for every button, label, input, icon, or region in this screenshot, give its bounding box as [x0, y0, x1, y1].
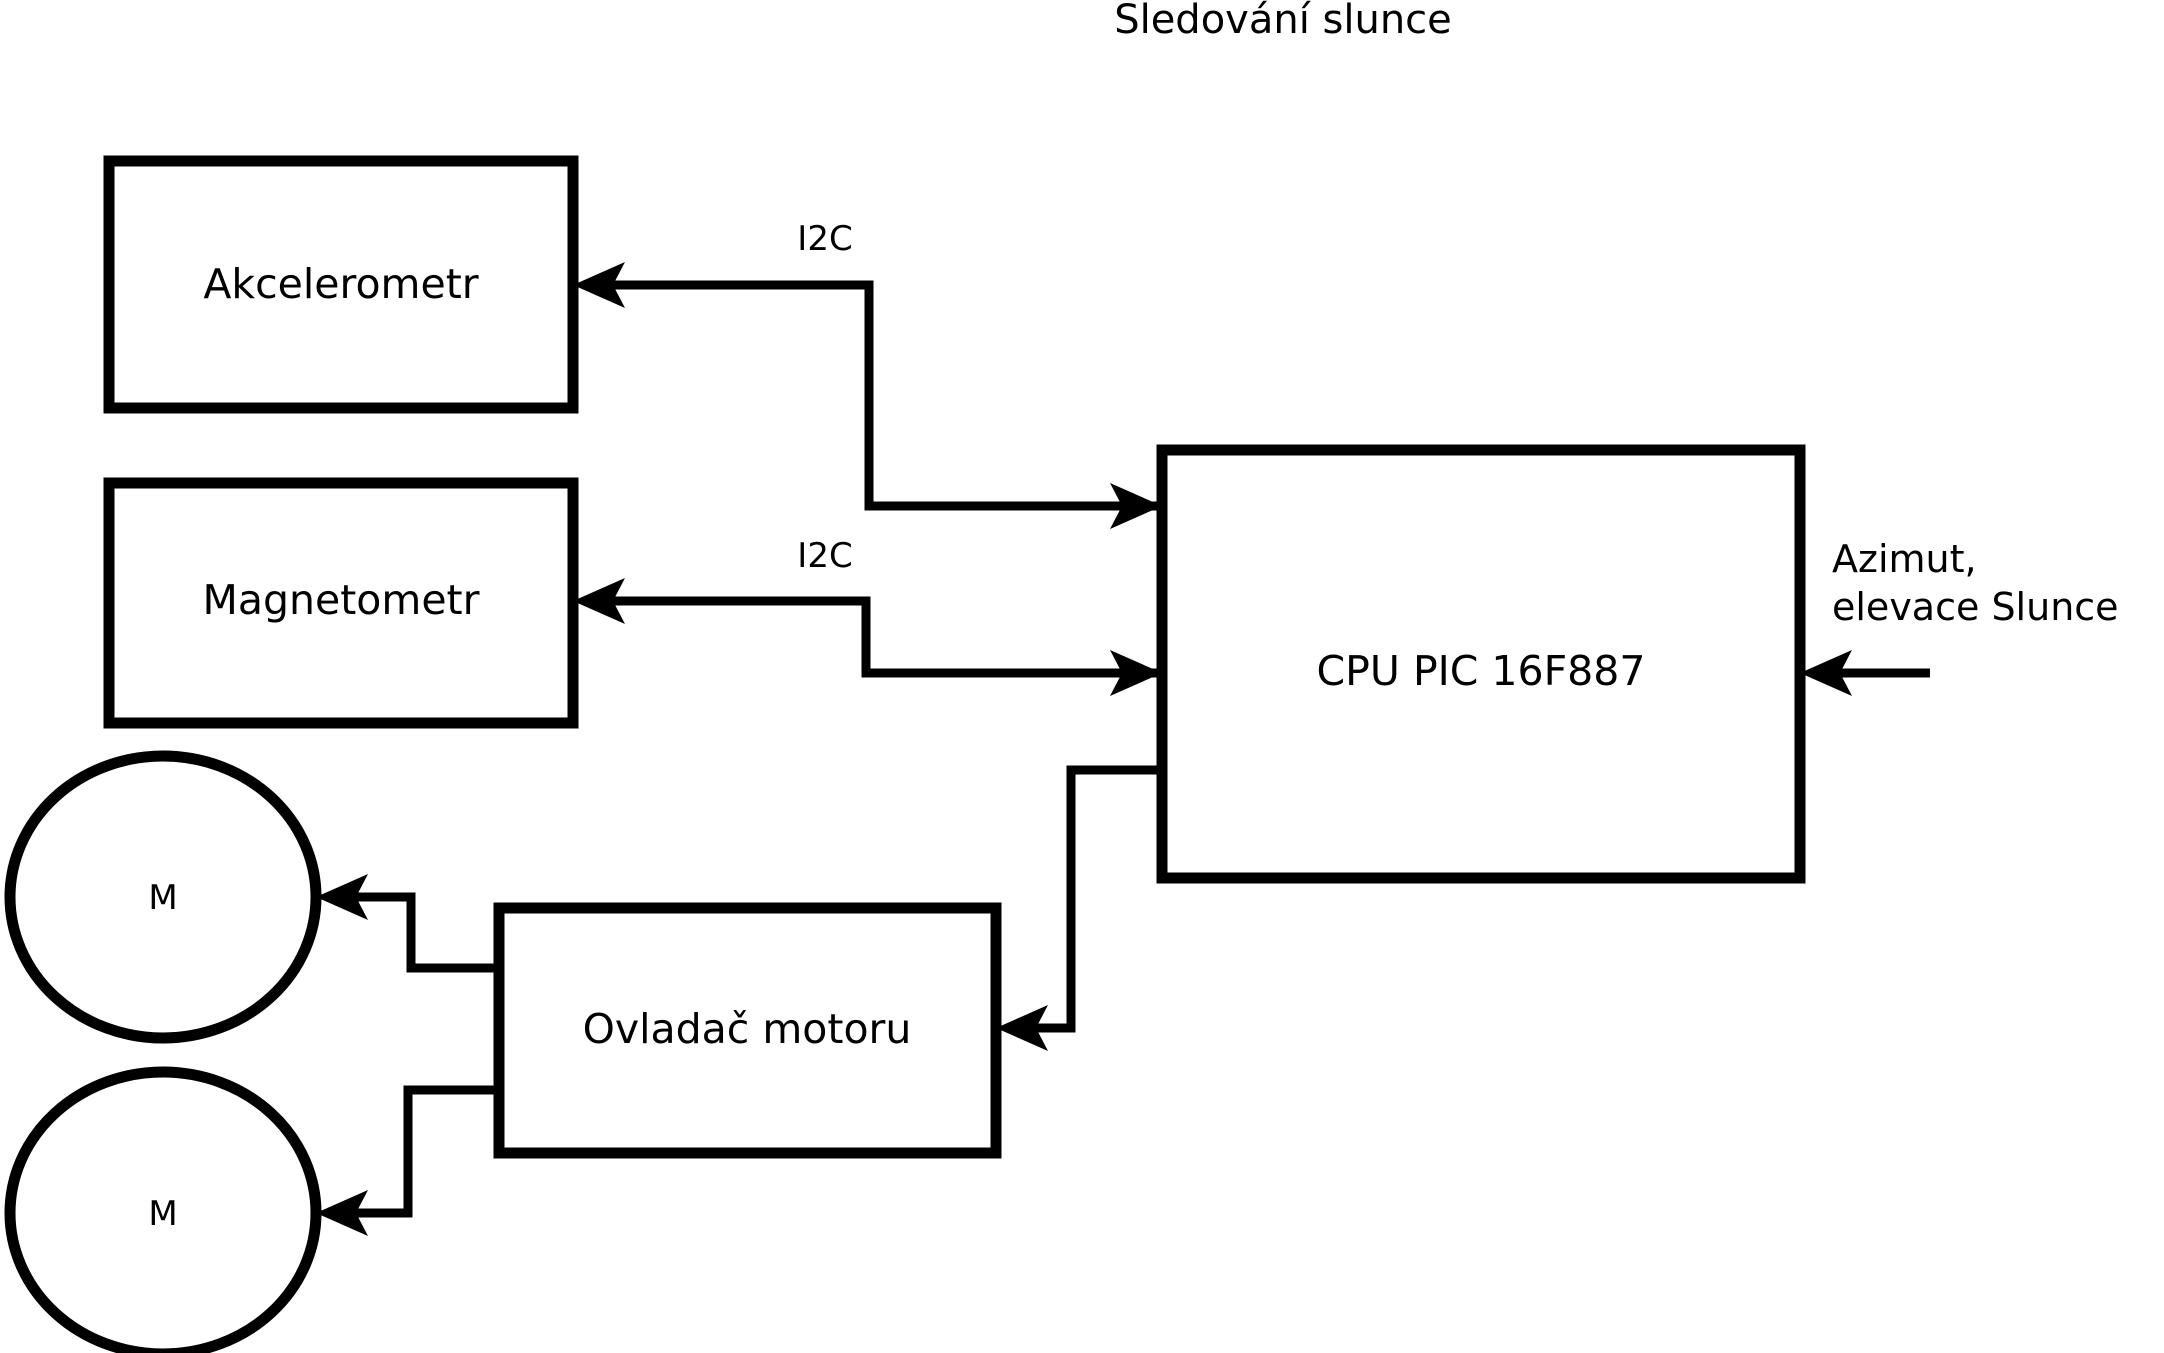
arrowhead-magnetometer-in: [573, 578, 625, 624]
block-motor-driver-label: Ovladač motoru: [583, 1005, 912, 1053]
arrowhead-motor-driver-in: [996, 1005, 1048, 1051]
connection-cpu-to-motor-driver: [1031, 765, 1162, 1033]
block-cpu[interactable]: [1156, 444, 1806, 884]
arrowhead-accelerometer-in: [573, 262, 625, 308]
arrowhead-cpu-in-sun: [1800, 650, 1852, 696]
connection-magnetometer-to-cpu: [861, 601, 1127, 678]
block-motor-driver[interactable]: [493, 902, 1002, 1159]
side-label-line2: elevace Slunce: [1832, 585, 2119, 629]
block-magnetometer[interactable]: [103, 477, 579, 729]
arrowhead-cpu-in-lower: [1110, 650, 1162, 696]
diagram-title: Sledování slunce: [1114, 0, 1452, 43]
connection-cpu-to-accelerometer: [608, 280, 1162, 511]
block-cpu-label: CPU PIC 16F887: [1317, 647, 1646, 695]
block-accelerometer-label: Akcelerometr: [203, 260, 478, 308]
connection-motor-driver-to-motor-bottom: [351, 1085, 499, 1218]
block-accelerometer[interactable]: [103, 155, 579, 414]
connection-cpu-to-magnetometer: [608, 596, 1162, 678]
arrowhead-motor-top-in: [316, 874, 368, 920]
connection-accelerometer-to-cpu: [864, 285, 1127, 511]
block-magnetometer-label: Magnetometr: [203, 576, 480, 624]
connection-motor-driver-to-motor-top: [351, 892, 499, 973]
arrowhead-cpu-in-upper: [1110, 483, 1162, 529]
motor-top-label: M: [148, 878, 177, 918]
motor-bottom-label: M: [148, 1194, 177, 1234]
bus-label-i2c-magnetometer: I2C: [797, 536, 852, 576]
side-label-line1: Azimut,: [1832, 537, 1977, 581]
bus-label-i2c-accelerometer: I2C: [797, 219, 852, 259]
arrowhead-motor-bottom-in: [316, 1190, 368, 1236]
